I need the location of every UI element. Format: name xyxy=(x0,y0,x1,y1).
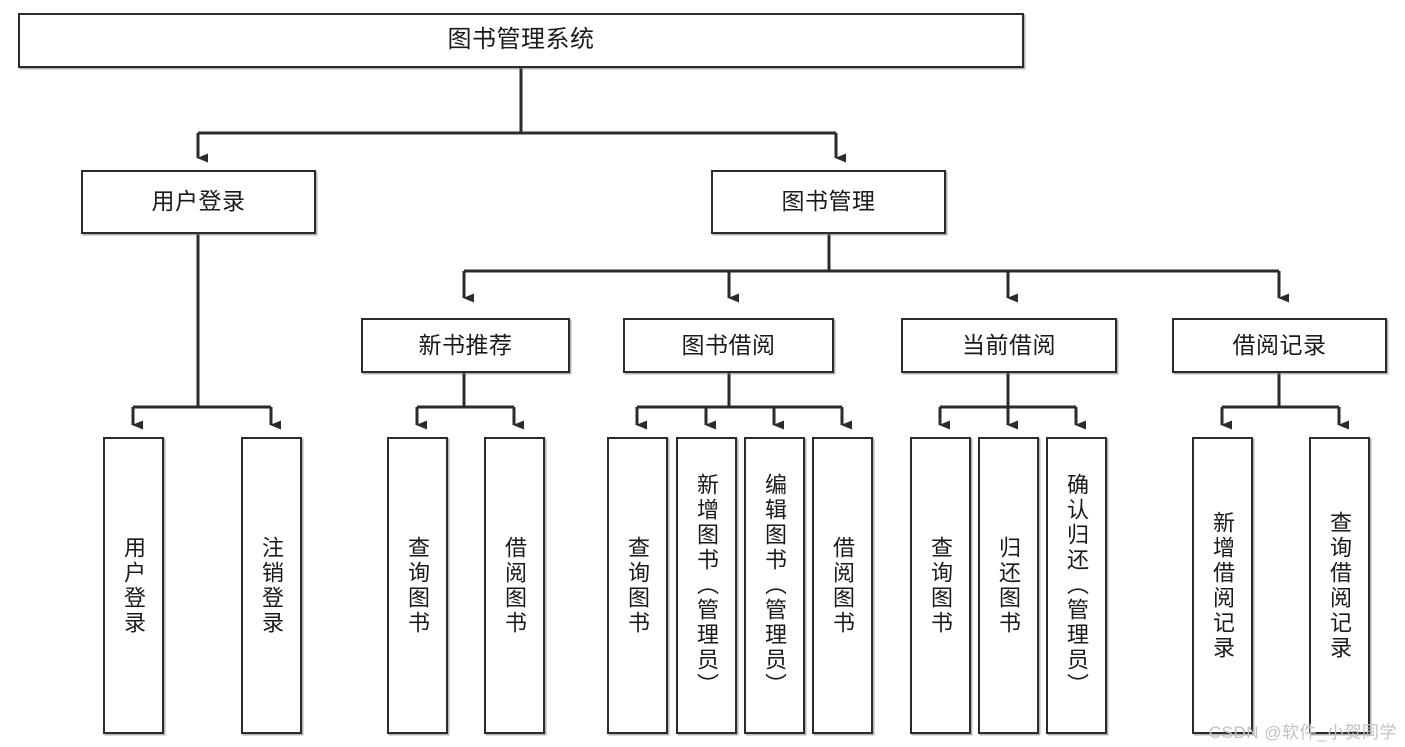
node-label: 注销登录 xyxy=(259,535,285,636)
node-label: 借阅图书 xyxy=(502,535,528,636)
node-current-borrow[interactable]: 当前借阅 xyxy=(901,318,1117,373)
node-label: 用户登录 xyxy=(121,535,147,636)
node-label: 新书推荐 xyxy=(418,331,513,358)
leaf-add-borrow-record[interactable]: 新增借阅记录 xyxy=(1192,437,1253,734)
leaf-borrow-book-recommend[interactable]: 借阅图书 xyxy=(484,437,545,734)
node-label: 图书借阅 xyxy=(681,331,776,358)
node-borrow-record[interactable]: 借阅记录 xyxy=(1172,318,1387,373)
node-label: 图书管理 xyxy=(781,188,876,215)
watermark-text: CSDN @软件_小贺同学 xyxy=(1208,723,1397,742)
node-label: 图书管理系统 xyxy=(447,26,595,54)
leaf-confirm-return-admin[interactable]: 确认归还（管理员） xyxy=(1046,437,1107,734)
leaf-query-book-current[interactable]: 查询图书 xyxy=(910,437,971,734)
leaf-add-book-admin[interactable]: 新增图书（管理员） xyxy=(676,437,737,734)
leaf-query-borrow-record[interactable]: 查询借阅记录 xyxy=(1309,437,1370,734)
node-user-login[interactable]: 用户登录 xyxy=(81,170,316,234)
node-label: 查询图书 xyxy=(928,535,954,636)
node-label: 查询图书 xyxy=(625,535,651,636)
node-label: 查询借阅记录 xyxy=(1327,510,1353,661)
leaf-query-book-borrow[interactable]: 查询图书 xyxy=(607,437,668,734)
node-label: 新增借阅记录 xyxy=(1210,510,1236,661)
node-book-borrow[interactable]: 图书借阅 xyxy=(623,318,834,373)
leaf-user-login[interactable]: 用户登录 xyxy=(103,437,164,734)
node-label: 编辑图书（管理员） xyxy=(762,473,788,698)
node-label: 查询图书 xyxy=(405,535,431,636)
node-label: 新增图书（管理员） xyxy=(694,473,720,698)
leaf-logout[interactable]: 注销登录 xyxy=(241,437,302,734)
leaf-query-book-recommend[interactable]: 查询图书 xyxy=(387,437,448,734)
node-label: 确认归还（管理员） xyxy=(1064,473,1090,698)
node-root-system[interactable]: 图书管理系统 xyxy=(18,13,1024,68)
leaf-return-book[interactable]: 归还图书 xyxy=(978,437,1039,734)
node-label: 归还图书 xyxy=(996,535,1022,636)
node-label: 借阅记录 xyxy=(1232,331,1327,358)
node-book-management[interactable]: 图书管理 xyxy=(711,170,946,234)
leaf-borrow-book[interactable]: 借阅图书 xyxy=(812,437,873,734)
node-new-book-recommend[interactable]: 新书推荐 xyxy=(361,318,570,373)
node-label: 当前借阅 xyxy=(962,331,1056,358)
node-label: 用户登录 xyxy=(151,188,246,215)
leaf-edit-book-admin[interactable]: 编辑图书（管理员） xyxy=(744,437,805,734)
node-label: 借阅图书 xyxy=(830,535,856,636)
